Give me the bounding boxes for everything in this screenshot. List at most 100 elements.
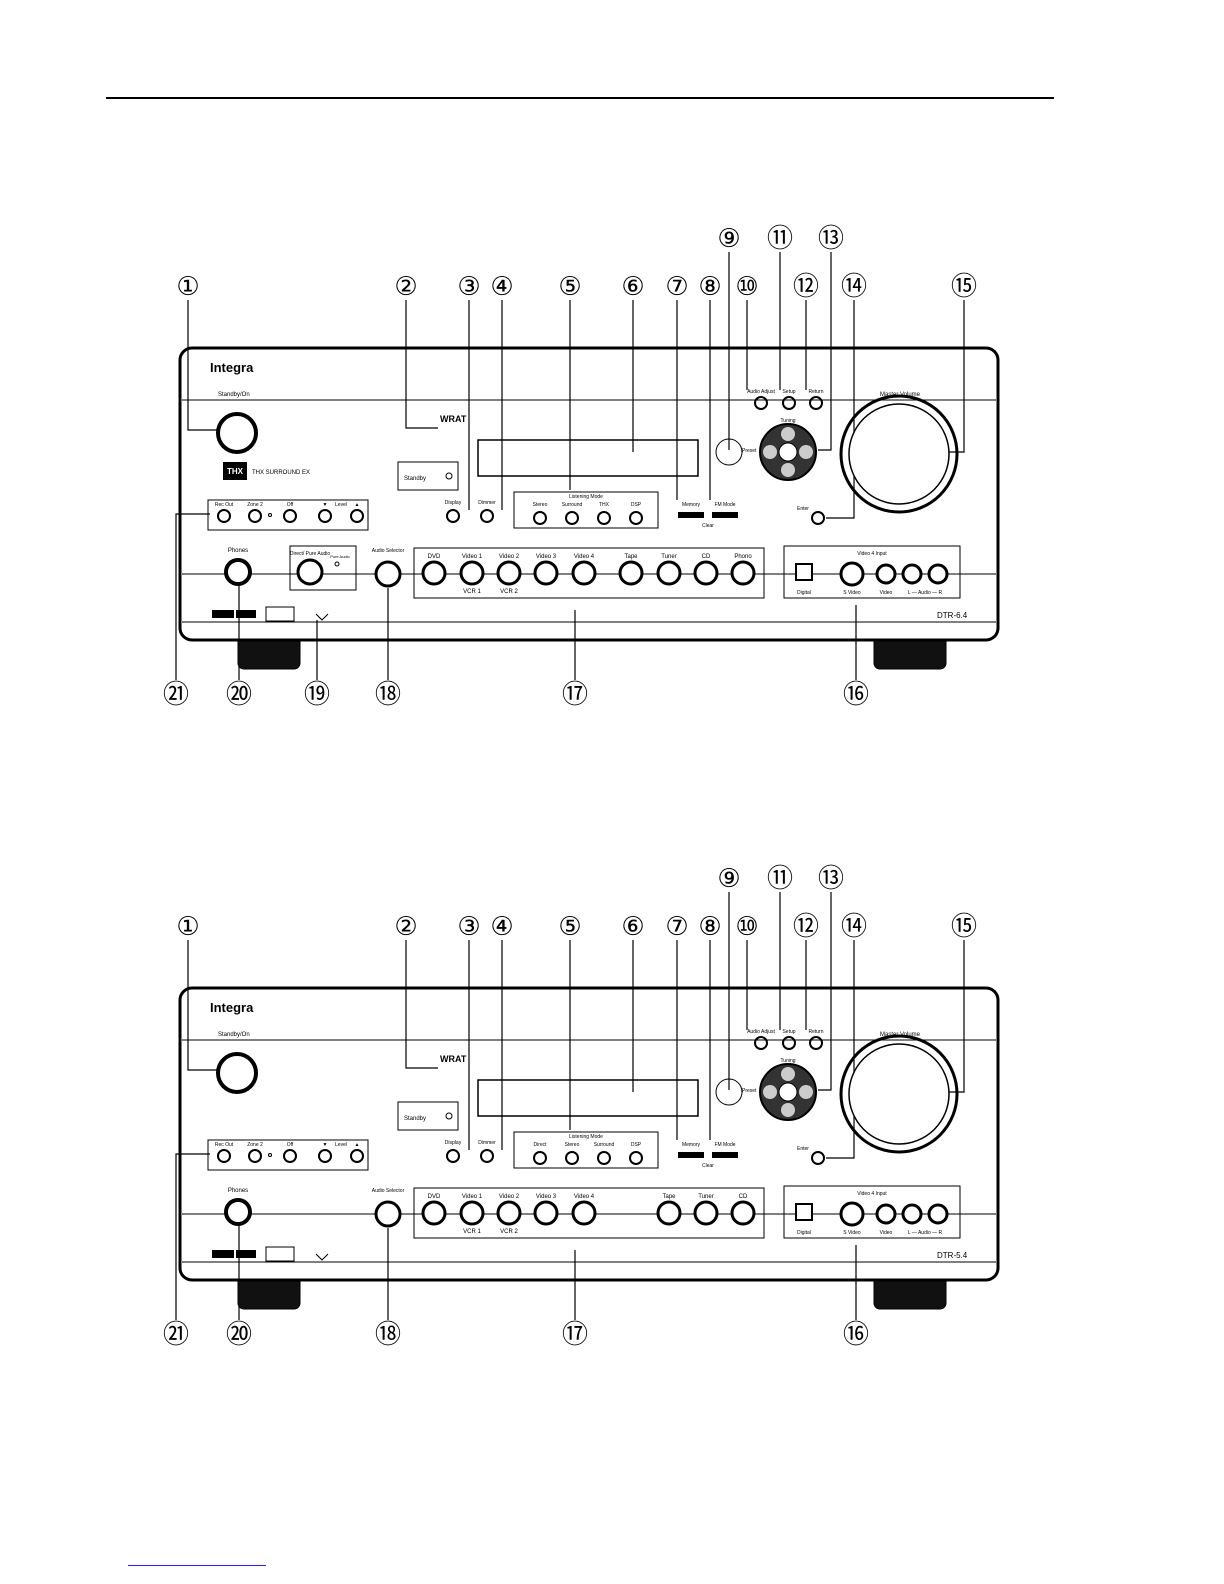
- callout-4: ④: [490, 911, 513, 941]
- zone2-label: Zone 2: [247, 1142, 263, 1148]
- enter-button[interactable]: [811, 1151, 825, 1165]
- input-video1-button[interactable]: [459, 1200, 485, 1226]
- cursor-pad-down[interactable]: [781, 463, 795, 477]
- digital-optical-jack[interactable]: [795, 563, 813, 581]
- audio-l-jack[interactable]: [901, 563, 923, 585]
- input-cd-button[interactable]: [693, 560, 719, 586]
- cursor-pad-up[interactable]: [781, 1067, 795, 1081]
- cursor-pad-right[interactable]: [799, 445, 813, 459]
- input-cd-button[interactable]: [730, 1200, 756, 1226]
- mode-1-button[interactable]: [533, 1151, 547, 1165]
- mode-4-button[interactable]: [629, 1151, 643, 1165]
- input-video2-button[interactable]: [496, 1200, 522, 1226]
- cursor-pad-up[interactable]: [781, 427, 795, 441]
- display-button[interactable]: [446, 509, 460, 523]
- audio-l-jack[interactable]: [901, 1203, 923, 1225]
- zone-off-button[interactable]: [283, 1149, 297, 1163]
- cursor-pad-right[interactable]: [799, 1085, 813, 1099]
- setup-button[interactable]: [782, 1036, 796, 1050]
- level-up-label: ▲: [355, 502, 360, 508]
- cursor-pad-center[interactable]: [778, 1082, 798, 1102]
- master-volume-knob-outer[interactable]: [839, 1034, 959, 1154]
- return-button[interactable]: [809, 1036, 823, 1050]
- mode-1-button[interactable]: [533, 511, 547, 525]
- input-video3-button[interactable]: [533, 560, 559, 586]
- s-video-jack[interactable]: [839, 561, 865, 587]
- listening-mode-box: [513, 1131, 659, 1169]
- level-down-button[interactable]: [318, 1149, 332, 1163]
- pure-audio-label: Pure Audio: [330, 554, 350, 559]
- input-video2-button[interactable]: [496, 560, 522, 586]
- input-phono-button[interactable]: [730, 560, 756, 586]
- audio-r-jack[interactable]: [927, 563, 949, 585]
- dimmer-button[interactable]: [480, 1149, 494, 1163]
- clear-label: Clear: [702, 523, 714, 529]
- mode-3-button[interactable]: [597, 511, 611, 525]
- callout-21: ㉑: [163, 1319, 189, 1349]
- input-tape-button[interactable]: [618, 560, 644, 586]
- cursor-pad-left[interactable]: [763, 1085, 777, 1099]
- dimmer-label: Dimmer: [478, 1140, 496, 1146]
- audio-selector-button[interactable]: [374, 1200, 402, 1228]
- cursor-pad-left[interactable]: [763, 445, 777, 459]
- rec-out-button[interactable]: [217, 509, 231, 523]
- return-button[interactable]: [809, 396, 823, 410]
- input-buttons: DVD Video 1 VCR 1 Video 2 VCR 2 Video 3 …: [421, 1194, 756, 1235]
- zone2-button[interactable]: [248, 509, 262, 523]
- fm-mode-button[interactable]: [712, 512, 738, 518]
- audio-adjust-button[interactable]: [754, 396, 768, 410]
- input-dvd-button[interactable]: [421, 560, 447, 586]
- cursor-pad-center[interactable]: [778, 442, 798, 462]
- setup-button[interactable]: [782, 396, 796, 410]
- input-tuner-button[interactable]: [693, 1200, 719, 1226]
- video-jack-label: Video: [880, 590, 893, 596]
- mode-3-button[interactable]: [597, 1151, 611, 1165]
- video-jack[interactable]: [875, 1203, 897, 1225]
- memory-button[interactable]: [678, 1152, 704, 1158]
- rec-out-button[interactable]: [217, 1149, 231, 1163]
- audio-adjust-label: Audio Adjust: [747, 1029, 775, 1035]
- standby-on-button[interactable]: [216, 412, 258, 454]
- audio-adjust-button[interactable]: [754, 1036, 768, 1050]
- callout-15: ⑮: [951, 911, 977, 941]
- zone2-button[interactable]: [248, 1149, 262, 1163]
- master-volume-knob-outer[interactable]: [839, 394, 959, 514]
- mode-4-button[interactable]: [629, 511, 643, 525]
- dimmer-button[interactable]: [480, 509, 494, 523]
- display-button[interactable]: [446, 1149, 460, 1163]
- digital-optical-jack[interactable]: [795, 1203, 813, 1221]
- master-volume-knob-inner[interactable]: [848, 1043, 950, 1145]
- direct-button[interactable]: [296, 558, 324, 586]
- audio-selector-button[interactable]: [374, 560, 402, 588]
- fm-mode-button[interactable]: [712, 1152, 738, 1158]
- memory-button[interactable]: [678, 512, 704, 518]
- input-video1-button[interactable]: [459, 560, 485, 586]
- level-up-button[interactable]: [350, 1149, 364, 1163]
- level-up-button[interactable]: [350, 509, 364, 523]
- listening-mode-box: [513, 491, 659, 529]
- zone-off-button[interactable]: [283, 509, 297, 523]
- mode-2-button[interactable]: [565, 511, 579, 525]
- level-down-button[interactable]: [318, 509, 332, 523]
- mode-2-button[interactable]: [565, 1151, 579, 1165]
- mode-1-label: Stereo: [533, 502, 548, 508]
- input-dvd-button[interactable]: [421, 1200, 447, 1226]
- callout-13: ⑬: [818, 863, 844, 893]
- s-video-jack[interactable]: [839, 1201, 865, 1227]
- vcr1-label: VCR 1: [463, 1229, 481, 1235]
- video-jack[interactable]: [875, 563, 897, 585]
- callout-15: ⑮: [951, 271, 977, 301]
- master-volume-knob-inner[interactable]: [848, 403, 950, 505]
- input-tape-button[interactable]: [656, 1200, 682, 1226]
- cursor-pad-down[interactable]: [781, 1103, 795, 1117]
- input-video4-button[interactable]: [571, 560, 597, 586]
- callout-12: ⑫: [793, 911, 819, 941]
- input-video3-button[interactable]: [533, 1200, 559, 1226]
- input-video4-button[interactable]: [571, 1200, 597, 1226]
- enter-button[interactable]: [811, 511, 825, 525]
- audio-r-jack[interactable]: [927, 1203, 949, 1225]
- standby-on-button[interactable]: [216, 1052, 258, 1094]
- phones-jack[interactable]: [224, 1198, 252, 1226]
- input-tuner-button[interactable]: [656, 560, 682, 586]
- phones-jack[interactable]: [224, 558, 252, 586]
